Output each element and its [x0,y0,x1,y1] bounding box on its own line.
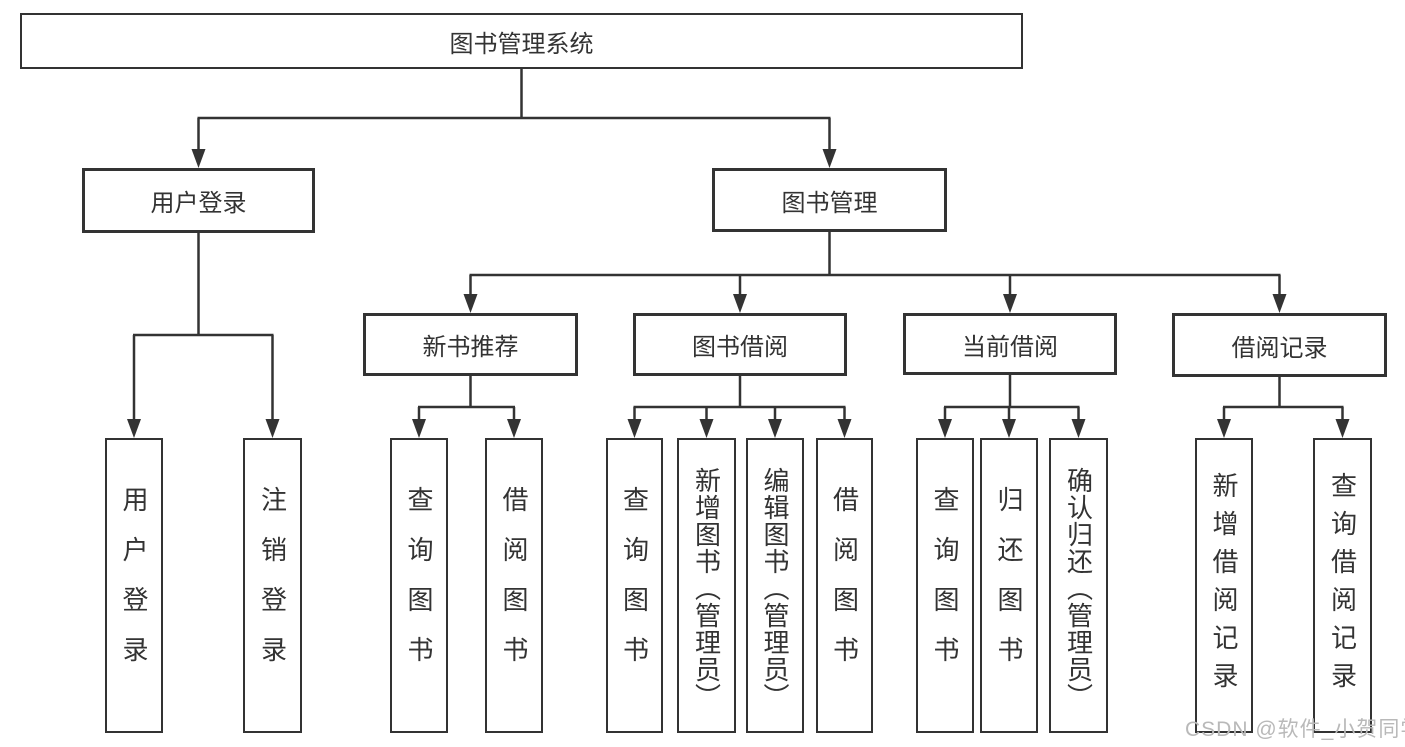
leaf-current-confirm-return-admin-label: 确认归还（管理员） [1063,467,1094,710]
connector-book-borrow-to-leaves [627,376,852,438]
leaf-record-add-record: 新增借阅记录 [1195,438,1253,733]
node-root-label: 图书管理系统 [449,30,594,58]
leaf-current-query-book-label: 查询图书 [930,485,960,686]
node-book-borrow-label: 图书借阅 [692,334,788,361]
leaf-borrow-query-book-label: 查询图书 [619,485,650,686]
node-user-login-label: 用户登录 [150,190,247,217]
leaf-borrow-edit-book-admin: 编辑图书（管理员） [746,438,804,733]
leaf-current-query-book: 查询图书 [916,438,974,733]
watermark-text: CSDN @软件_小贺同学 [1185,718,1405,741]
leaf-user-login-label: 用户登录 [119,485,149,686]
node-new-book-rec-label: 新书推荐 [422,334,519,361]
leaf-logout: 注销登录 [243,438,302,733]
leaf-borrow-borrow-book-label: 借阅图书 [829,485,860,686]
leaf-current-return-book-label: 归还图书 [994,485,1024,686]
leaf-borrow-edit-book-admin-label: 编辑图书（管理员） [760,467,790,710]
node-new-book-rec: 新书推荐 [363,313,578,376]
connector-borrow-record-to-leaves [1217,377,1350,438]
leaf-borrow-add-book-admin: 新增图书（管理员） [677,438,736,733]
leaf-user-login: 用户登录 [105,438,163,733]
leaf-borrow-borrow-book: 借阅图书 [816,438,873,733]
node-book-borrow: 图书借阅 [633,313,847,376]
leaf-current-return-book: 归还图书 [980,438,1038,733]
connector-user-login-to-leaves [127,233,280,438]
node-borrow-record-label: 借阅记录 [1231,334,1328,362]
leaf-newrec-borrow-book-label: 借阅图书 [499,485,529,686]
leaf-logout-label: 注销登录 [257,485,288,686]
connector-root-to-level1 [191,69,837,168]
leaf-newrec-query-book: 查询图书 [390,438,448,733]
node-root: 图书管理系统 [20,13,1023,69]
leaf-current-confirm-return-admin: 确认归还（管理员） [1049,438,1108,733]
leaf-borrow-add-book-admin-label: 新增图书（管理员） [691,467,722,710]
leaf-borrow-query-book: 查询图书 [606,438,663,733]
leaf-newrec-borrow-book: 借阅图书 [485,438,543,733]
leaf-newrec-query-book-label: 查询图书 [404,485,434,686]
node-book-mgmt: 图书管理 [712,168,947,232]
node-current-borrow-label: 当前借阅 [962,333,1058,361]
node-user-login: 用户登录 [82,168,315,233]
leaf-record-query-record: 查询借阅记录 [1313,438,1372,733]
connector-new-book-to-leaves [412,376,521,438]
connector-book-mgmt-to-level2 [463,232,1287,313]
leaf-record-add-record-label: 新增借阅记录 [1209,471,1239,700]
node-book-mgmt-label: 图书管理 [781,189,878,217]
node-current-borrow: 当前借阅 [903,313,1117,375]
leaf-record-query-record-label: 查询借阅记录 [1327,471,1358,700]
node-borrow-record: 借阅记录 [1172,313,1387,377]
connector-current-borrow-to-leaves [938,375,1086,438]
